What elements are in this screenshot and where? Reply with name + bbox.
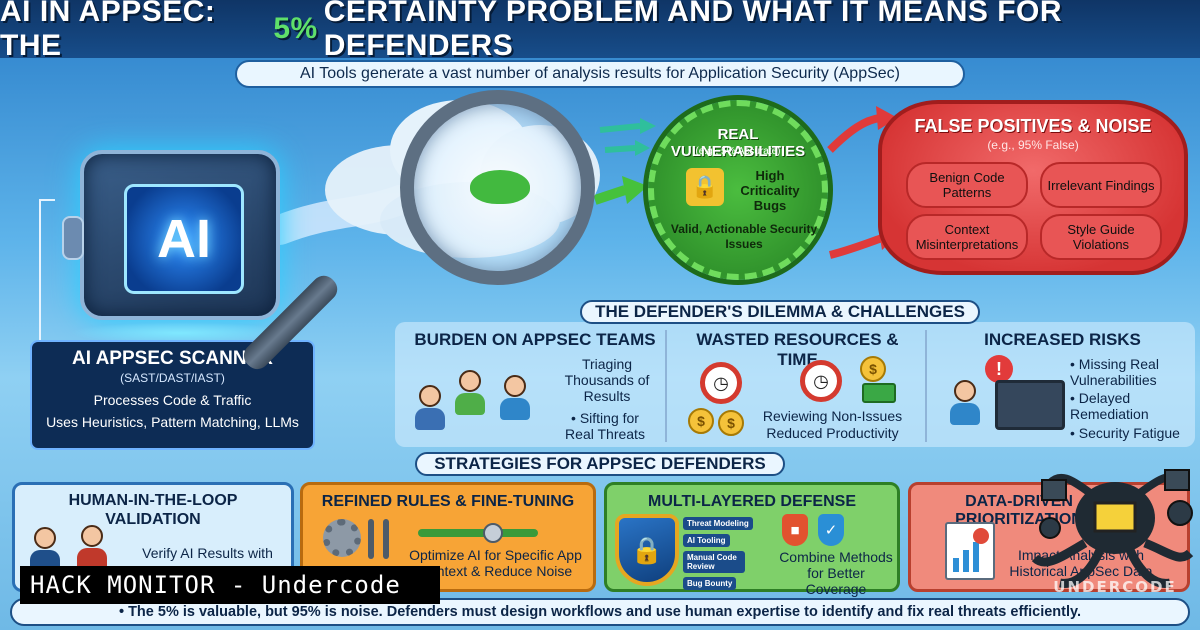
dilemma-col-risks: INCREASED RISKS (935, 330, 1190, 445)
scanner-line-1: Processes Code & Traffic (93, 392, 252, 408)
hack-monitor-banner: HACK MONITOR - Undercode (20, 566, 440, 604)
fp-item: Context Misinterpretations (906, 214, 1028, 260)
shield-check-icon: ✓ (818, 514, 844, 546)
title-accent: 5% (273, 12, 318, 45)
risk-item: • Delayed Remediation (1070, 390, 1149, 422)
real-vuln-title: REAL VULNERABILITIES (670, 126, 806, 160)
green-arrow-1 (599, 123, 641, 133)
real-vulnerabilities-badge: REAL VULNERABILITIES (e.g., 5% Accurate)… (648, 100, 828, 280)
red-arrow-1 (827, 114, 881, 153)
scanner-subtitle: (SAST/DAST/IAST) (120, 371, 225, 385)
red-arrow-2 (829, 234, 884, 259)
green-arrow-3-head (635, 140, 650, 156)
strategy-text: Combine Methods for Better Coverage (779, 549, 893, 597)
person-icon (950, 380, 980, 425)
monitor-icon (995, 380, 1065, 430)
fp-item: Style Guide Violations (1040, 214, 1162, 260)
col-title: INCREASED RISKS (984, 330, 1141, 349)
padlock-icon: 🔒 (686, 168, 724, 206)
dilemma-col-burden: BURDEN ON APPSEC TEAMS (410, 330, 660, 445)
wasted-text-2: Reduced Productivity (766, 425, 899, 441)
risk-item: • Missing Real Vulnerabilities (1070, 356, 1159, 388)
fp-item: Benign Code Patterns (906, 162, 1028, 208)
shield-lock-icon: 🔒 (615, 514, 679, 586)
real-vuln-valid: Valid, Actionable Security Issues (670, 222, 818, 251)
chip-knob (62, 216, 84, 260)
layer-chip: Manual Code Review (683, 551, 745, 573)
slider-knob (483, 523, 503, 543)
person-icon (500, 375, 530, 420)
coin-icon: $ (718, 410, 744, 436)
chart-icon-drawing (953, 528, 989, 572)
col-title: WASTED RESOURCES & TIME (696, 330, 899, 369)
fp-item: Irrelevant Findings (1040, 162, 1162, 208)
title-suffix: CERTAINTY PROBLEM AND WHAT IT MEANS FOR … (323, 0, 1063, 62)
subtitle-banner: AI Tools generate a vast number of analy… (235, 60, 965, 88)
coin-icon: $ (688, 408, 714, 434)
undercode-logo: UNDERCODE (1053, 578, 1177, 596)
burden-text-2: • Sifting for Real Threats (565, 410, 645, 442)
layer-chip: Threat Modeling (683, 517, 753, 530)
green-finding-blob (470, 170, 530, 204)
person-icon (415, 385, 445, 430)
green-arrow-2-head (622, 176, 648, 204)
shield-icon: ■ (782, 514, 808, 546)
green-arrow-2 (593, 185, 627, 205)
column-divider (665, 330, 667, 442)
person-icon (77, 525, 107, 570)
chart-icon (945, 522, 995, 580)
scanner-info-box: AI APPSEC SCANNER (SAST/DAST/IAST) Proce… (30, 340, 315, 450)
false-positives-cloud: FALSE POSITIVES & NOISE (e.g., 95% False… (878, 100, 1188, 275)
scanner-line-2: Uses Heuristics, Pattern Matching, LLMs (46, 414, 299, 430)
cash-icon (862, 383, 896, 403)
gear-icon (323, 519, 361, 557)
scanner-title: AI APPSEC SCANNER (72, 348, 273, 369)
dilemma-label: THE DEFENDER'S DILEMMA & CHALLENGES (580, 300, 980, 324)
clock-icon: ◷ (800, 360, 842, 402)
burden-text-1: Triaging Thousands of Results (564, 356, 650, 404)
page-title: AI IN APPSEC: THE 5% CERTAINTY PROBLEM A… (0, 0, 1200, 62)
coin-icon: $ (860, 356, 886, 382)
risk-item: • Security Fatigue (1070, 425, 1180, 441)
title-prefix: AI IN APPSEC: THE (0, 0, 216, 62)
person-icon (455, 370, 485, 415)
fp-subtitle: (e.g., 95% False) (987, 138, 1079, 152)
chip-glow (70, 322, 290, 344)
data-stream (265, 185, 415, 245)
person-icon (30, 527, 60, 572)
layer-chip: AI Tooling (683, 534, 730, 547)
dilemma-col-wasted: WASTED RESOURCES & TIME (675, 330, 920, 445)
chip-core: AI (124, 184, 244, 294)
strategy-title: REFINED RULES & FINE-TUNING (321, 493, 575, 510)
clock-icon: ◷ (700, 362, 742, 404)
col-title: BURDEN ON APPSEC TEAMS (414, 330, 656, 349)
slider-track (418, 529, 538, 537)
alert-icon: ! (985, 355, 1013, 383)
strategy-title: HUMAN-IN-THE-LOOP VALIDATION (68, 492, 238, 528)
real-vuln-accuracy: (e.g., 5% Accurate) (695, 146, 781, 157)
fp-title: FALSE POSITIVES & NOISE (914, 116, 1152, 136)
slider-bar-icon (368, 519, 374, 559)
layer-chip: Bug Bounty (683, 577, 737, 590)
green-arrow-3 (604, 145, 636, 153)
strategies-label: STRATEGIES FOR APPSEC DEFENDERS (415, 452, 785, 476)
strategy-text: Optimize AI for Specific App Context & R… (409, 547, 582, 579)
strategy-title: MULTI-LAYERED DEFENSE (647, 493, 856, 510)
strategy-text: Verify AI Results with (142, 545, 273, 561)
ai-chip-icon: AI (62, 150, 280, 320)
wasted-text-1: Reviewing Non-Issues (762, 408, 903, 424)
column-divider (925, 330, 927, 442)
slider-bar-icon (383, 519, 389, 559)
octopus-mascot-icon (1031, 469, 1194, 588)
real-vuln-high: High Criticality Bugs (740, 168, 800, 213)
